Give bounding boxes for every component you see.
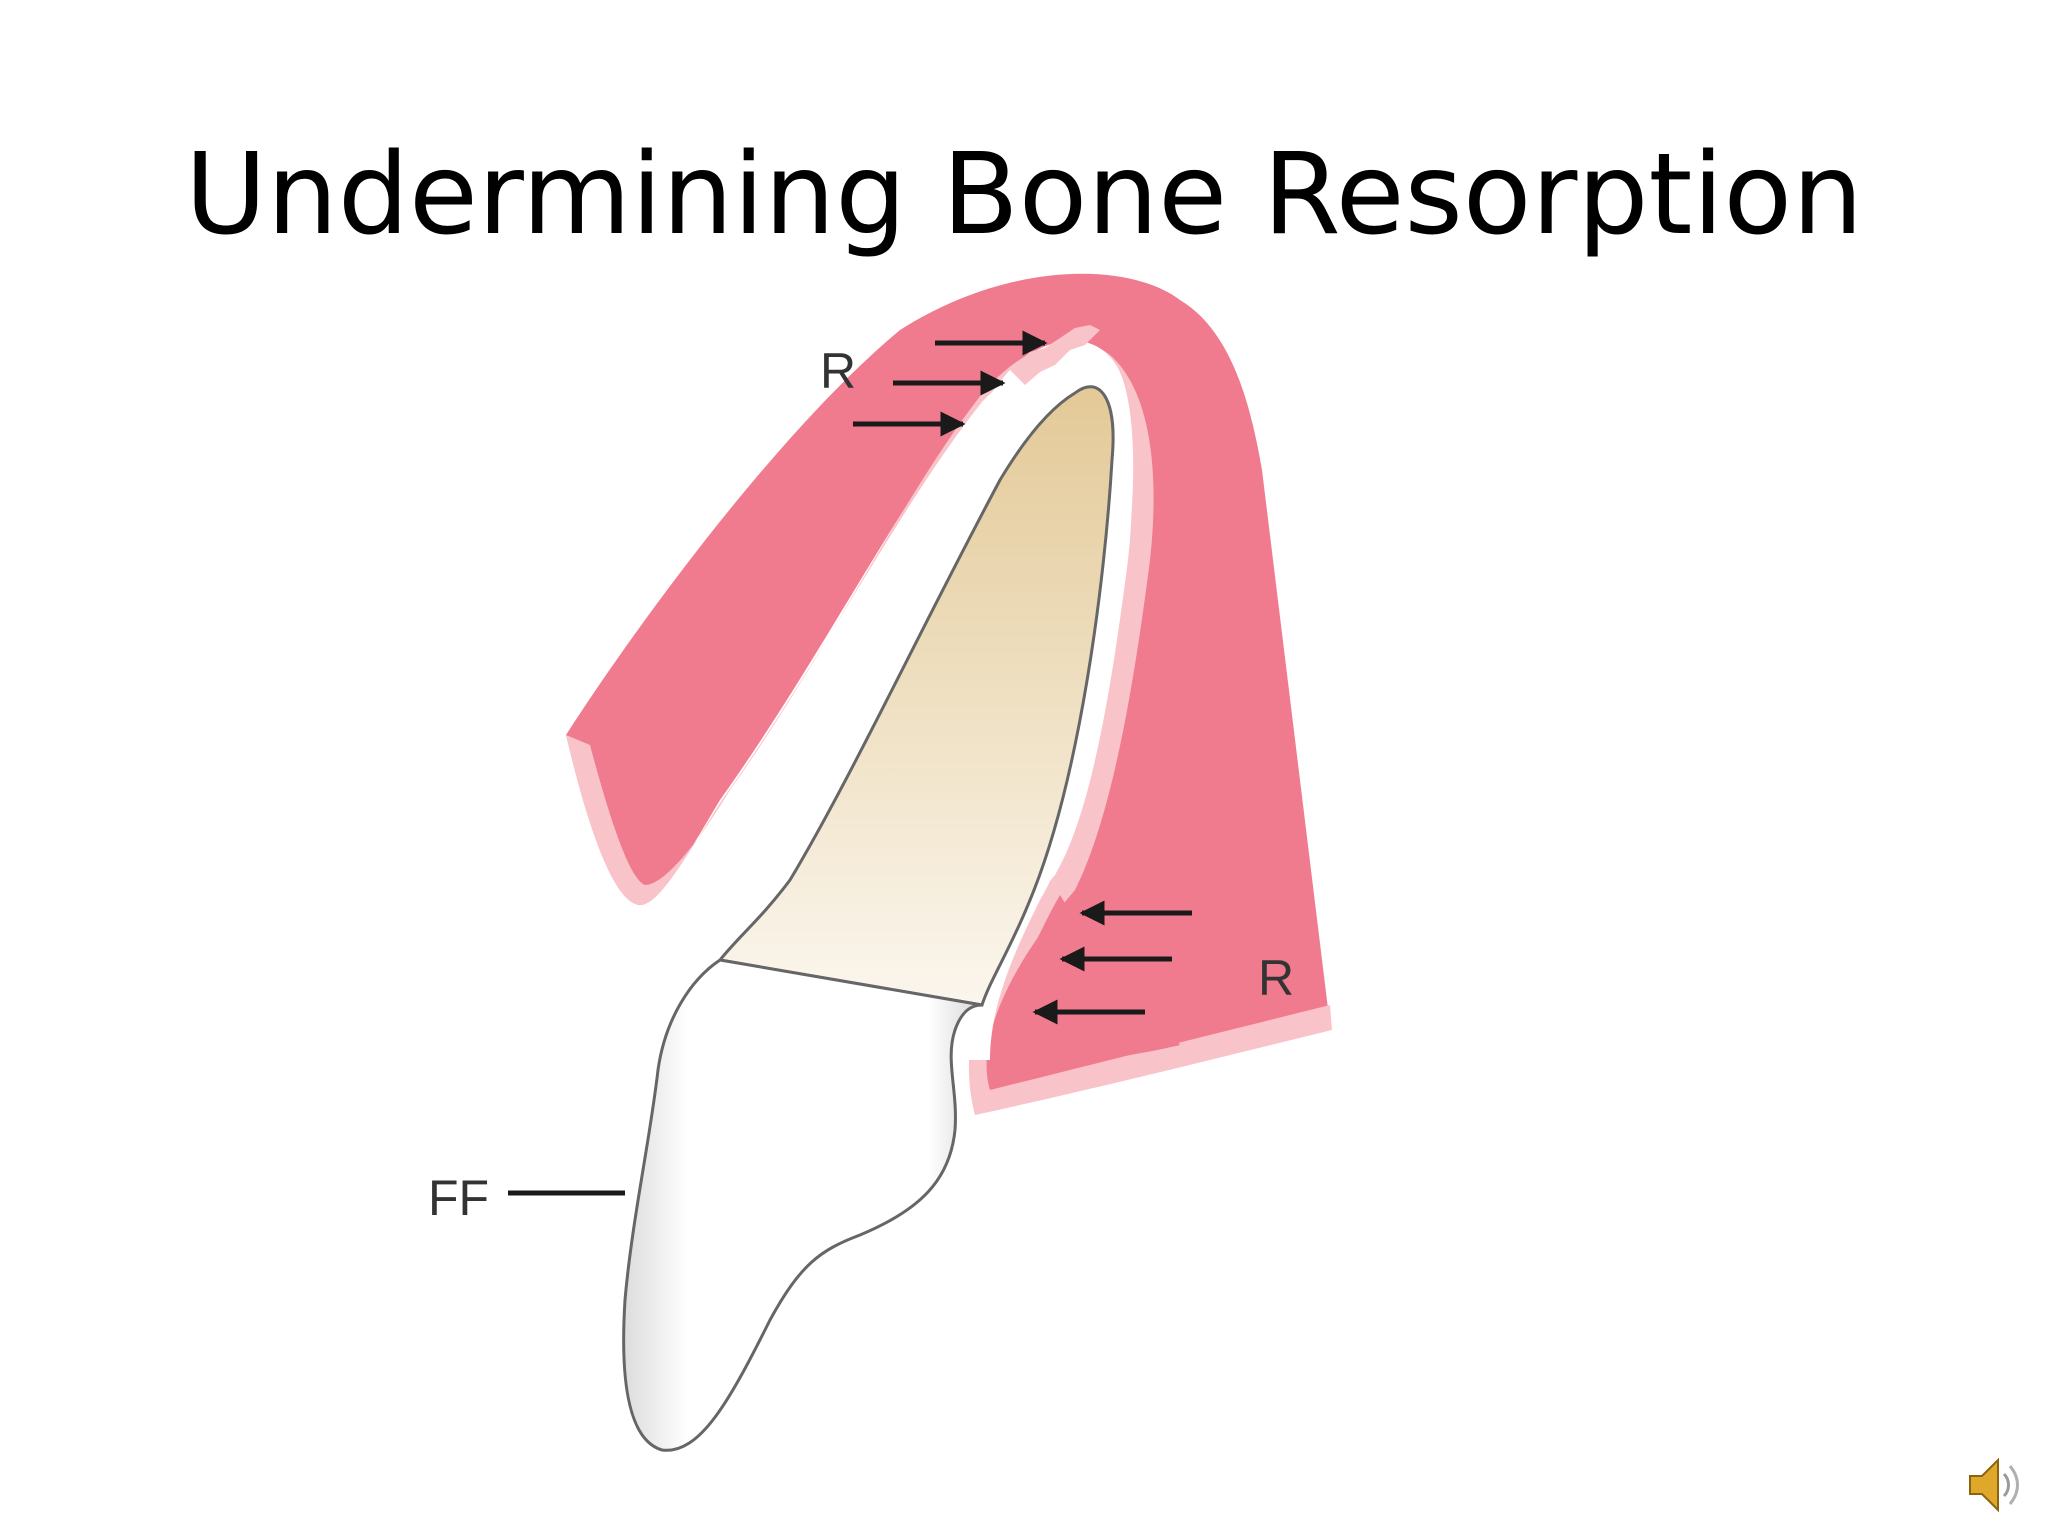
slide-title: Undermining Bone Resorption (184, 130, 1864, 260)
speaker-icon[interactable] (1966, 1450, 2026, 1520)
tooth-crown (622, 958, 983, 1452)
resorption-front-lower (1002, 895, 1180, 1075)
resorption-front-upper (1010, 325, 1100, 385)
bone-lining (566, 341, 1332, 1115)
label-resorption-lower: R (1258, 950, 1294, 1006)
label-fiber: FF (428, 1170, 489, 1226)
label-resorption-upper: R (820, 343, 856, 399)
